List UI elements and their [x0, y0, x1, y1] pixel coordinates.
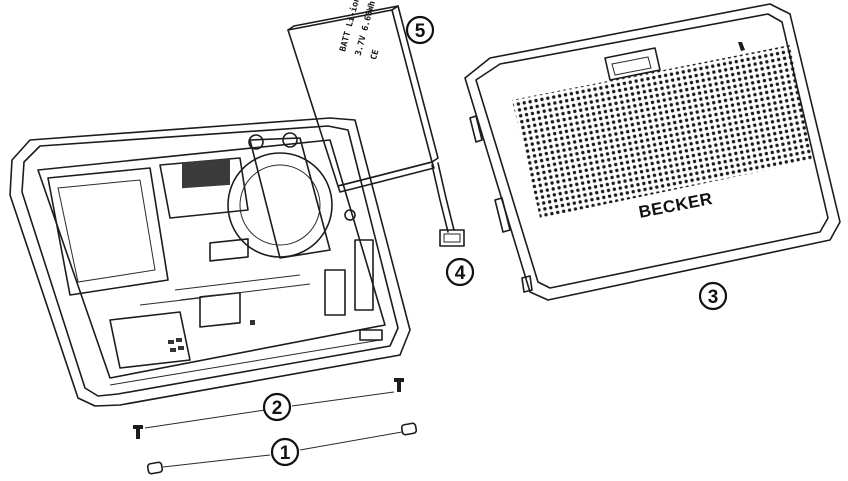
- screw-caps: [146, 422, 418, 475]
- battery-connector: [431, 162, 465, 247]
- callout-1-label: 1: [280, 443, 291, 464]
- screw-right: [394, 378, 404, 392]
- speaker-grill-pattern: [512, 45, 815, 218]
- callout-2-label: 2: [272, 398, 283, 419]
- callout-2: 2: [262, 392, 292, 422]
- screws: [133, 378, 404, 439]
- callout-5-label: 5: [415, 21, 426, 42]
- callout-3-label: 3: [708, 287, 719, 308]
- screw-left: [133, 425, 143, 439]
- device-housing: [9, 117, 411, 407]
- battery-label-line-3: CE: [369, 49, 381, 61]
- speaker-grill: [182, 158, 230, 189]
- cap-right: [400, 422, 418, 436]
- callout-1: 1: [270, 437, 300, 467]
- callout-5: 5: [405, 15, 435, 45]
- callout-4-label: 4: [455, 263, 466, 284]
- cap-left: [146, 461, 164, 475]
- back-cover: BECKER: [464, 3, 841, 301]
- callout-4: 4: [445, 257, 475, 287]
- callout-3: 3: [698, 281, 728, 311]
